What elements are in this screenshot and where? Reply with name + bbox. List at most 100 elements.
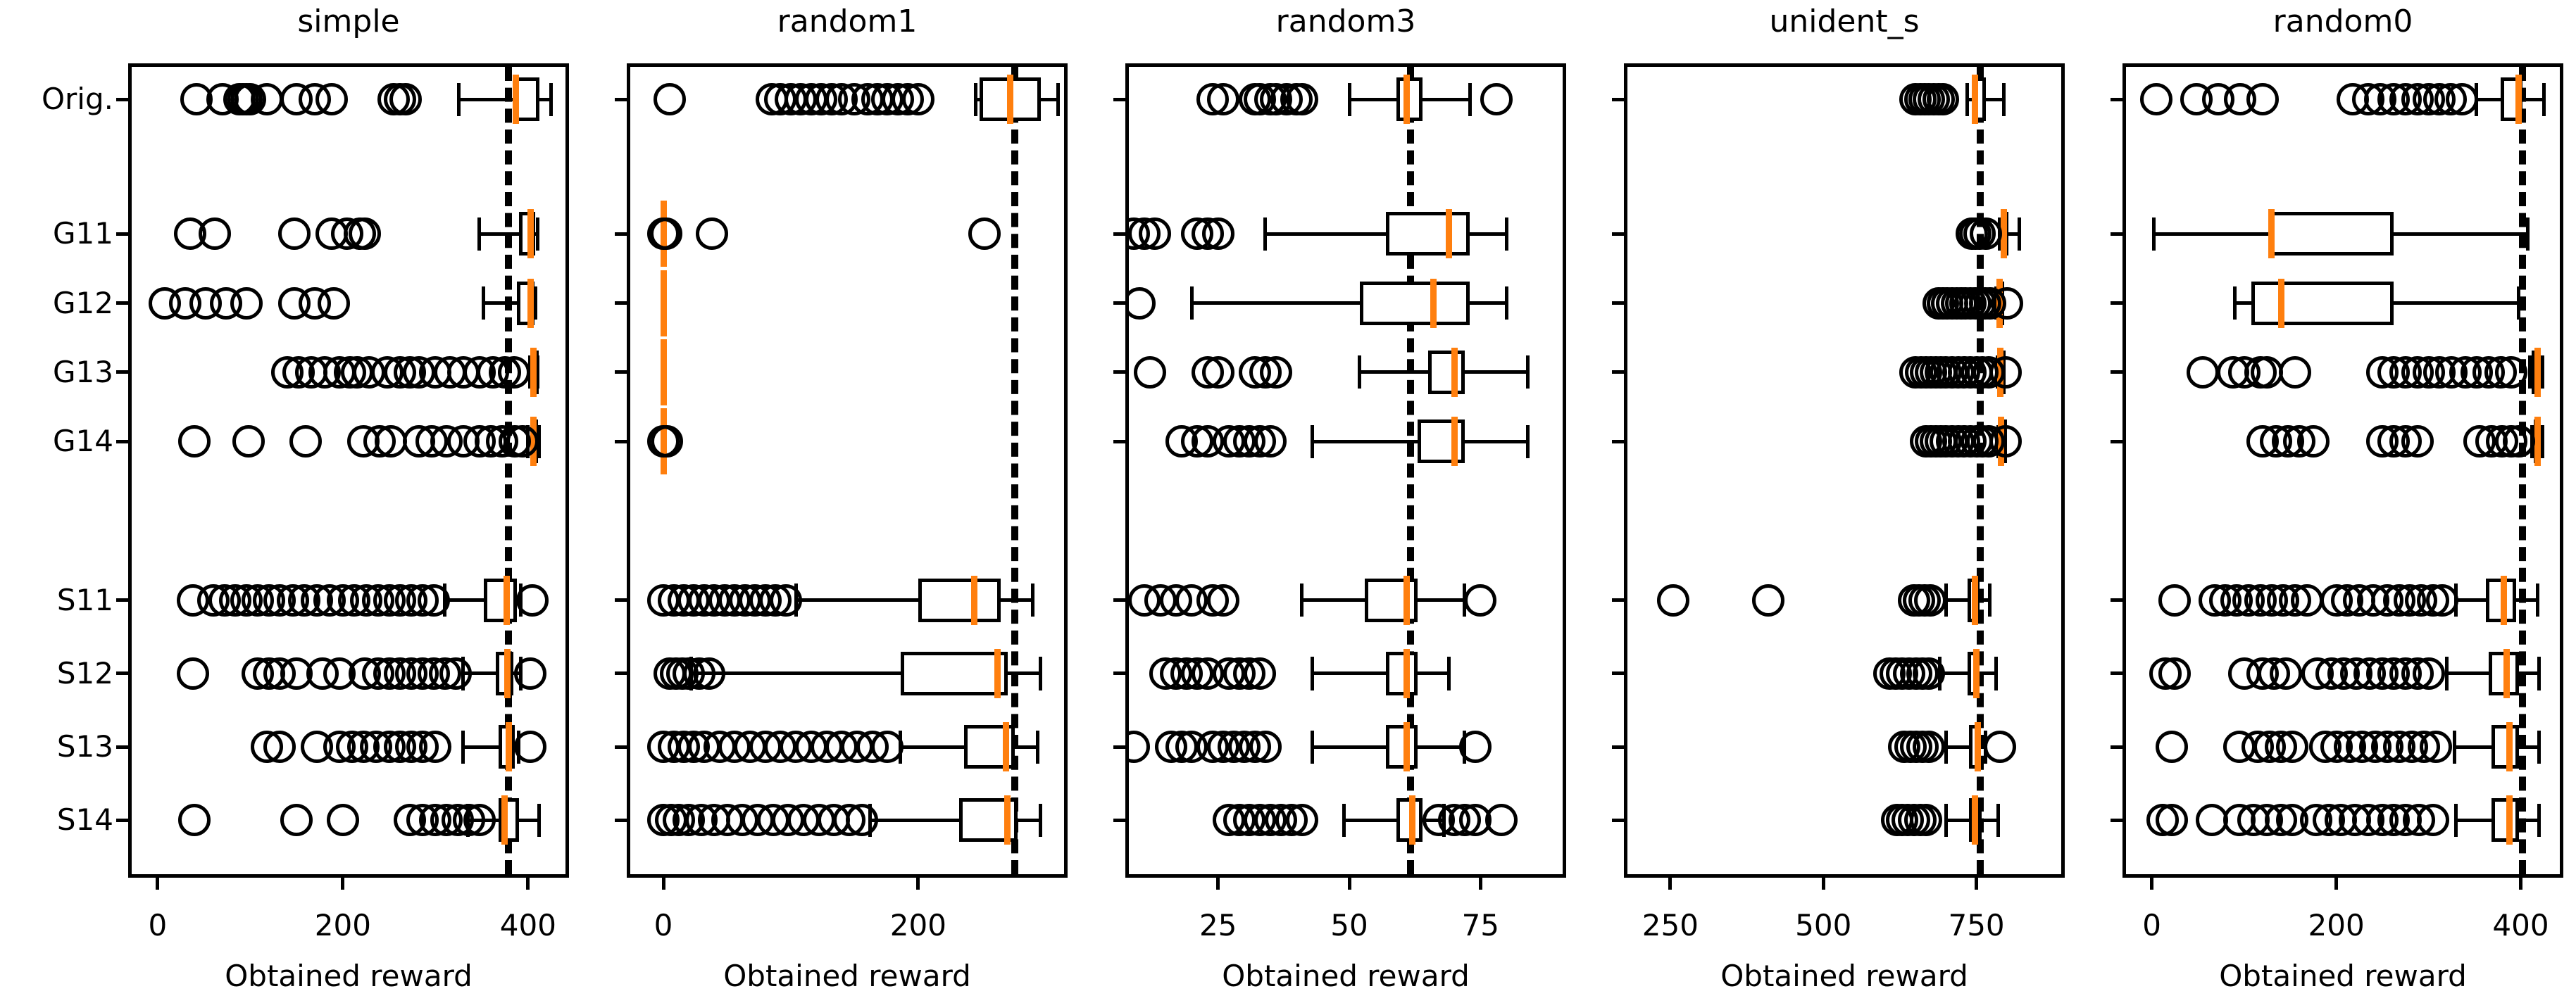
outlier-marker (871, 731, 904, 764)
cap-low (1342, 803, 1346, 837)
box (1386, 725, 1418, 769)
whisker-low (1312, 671, 1387, 676)
y-tick (615, 818, 630, 822)
box (2270, 212, 2394, 256)
box (2485, 578, 2516, 622)
whisker-high (2518, 745, 2539, 749)
outlier-marker (498, 355, 531, 389)
box (900, 651, 1008, 695)
outlier-marker (178, 804, 211, 837)
outlier-marker (176, 657, 209, 690)
whisker-high (2393, 232, 2528, 236)
x-tick (2334, 874, 2339, 890)
median-line (2503, 648, 2511, 698)
whisker-high (1417, 745, 1465, 749)
x-tick-label: 0 (148, 908, 168, 942)
y-tick (615, 671, 630, 676)
plot-area (630, 67, 1064, 874)
cap-low (1965, 82, 1970, 116)
y-tick (116, 97, 132, 101)
cap-low (2454, 803, 2458, 837)
median-line (1403, 722, 1411, 772)
whisker-high (2518, 818, 2539, 822)
whisker-low (1359, 370, 1428, 374)
whisker-low (2234, 301, 2252, 305)
y-tick (615, 370, 630, 374)
box (1386, 651, 1418, 695)
x-tick-label: 0 (654, 908, 673, 942)
y-tick (2111, 370, 2126, 374)
y-tick (1113, 745, 1129, 749)
y-tick-label-g11: G11 (53, 216, 113, 251)
x-tick (526, 874, 530, 890)
y-tick (615, 97, 630, 101)
outlier-marker (315, 83, 349, 116)
outlier-marker (1991, 286, 2024, 320)
whisker-low (900, 745, 964, 749)
whisker-high (1040, 97, 1058, 101)
box (1359, 281, 1470, 325)
y-tick (1612, 301, 1627, 305)
y-tick (1612, 671, 1627, 676)
y-tick (116, 439, 132, 443)
x-tick-label: 200 (314, 908, 371, 942)
outlier-marker (1129, 731, 1151, 764)
cap-high (2541, 424, 2545, 458)
cap-high (1031, 583, 1035, 617)
whisker-low (463, 745, 499, 749)
x-tick (341, 874, 345, 890)
whisker-high (1007, 671, 1041, 676)
outlier-marker (1969, 217, 2002, 251)
cap-low (1347, 82, 1351, 116)
median-line (1973, 648, 1980, 698)
y-tick (2111, 745, 2126, 749)
whisker-low (1312, 745, 1387, 749)
cap-high (1525, 424, 1530, 458)
median-line (1451, 417, 1458, 467)
panel-title: simple (297, 4, 400, 39)
outlier-marker (1926, 83, 1959, 116)
reference-line (504, 67, 512, 874)
outlier-marker (693, 657, 726, 690)
outlier-marker (1139, 217, 1172, 251)
whisker-low (458, 97, 515, 101)
cap-low (2151, 217, 2156, 251)
y-tick (615, 232, 630, 236)
x-tick (1975, 874, 1979, 890)
y-tick (1113, 232, 1129, 236)
y-tick (116, 671, 132, 676)
median-line (1403, 648, 1411, 698)
outlier-marker (1458, 731, 1492, 764)
whisker-high (1417, 671, 1449, 676)
whisker-high (1018, 818, 1041, 822)
outlier-marker (649, 217, 682, 251)
median-line (1408, 795, 1415, 845)
cap-low (1189, 286, 1194, 320)
outlier-marker (317, 286, 350, 320)
outlier-marker (2445, 83, 2478, 116)
whisker-high (1001, 598, 1033, 603)
whisker-low (463, 671, 496, 676)
median-line (970, 575, 977, 625)
whisker-high (1417, 598, 1465, 603)
outlier-marker (251, 83, 283, 116)
outlier-marker (2290, 583, 2323, 617)
cap-high (1505, 217, 1509, 251)
median-line (994, 648, 1001, 698)
outlier-marker (1464, 583, 1497, 617)
outlier-marker (289, 425, 323, 458)
y-tick (2111, 671, 2126, 676)
x-tick-label: 750 (1948, 908, 2005, 942)
panel-title: random3 (1275, 4, 1416, 39)
cap-high (1994, 657, 1998, 690)
y-tick (1612, 370, 1627, 374)
y-tick (1612, 232, 1627, 236)
x-tick (916, 874, 920, 890)
y-tick (116, 301, 132, 305)
outlier-marker (1983, 731, 2016, 764)
